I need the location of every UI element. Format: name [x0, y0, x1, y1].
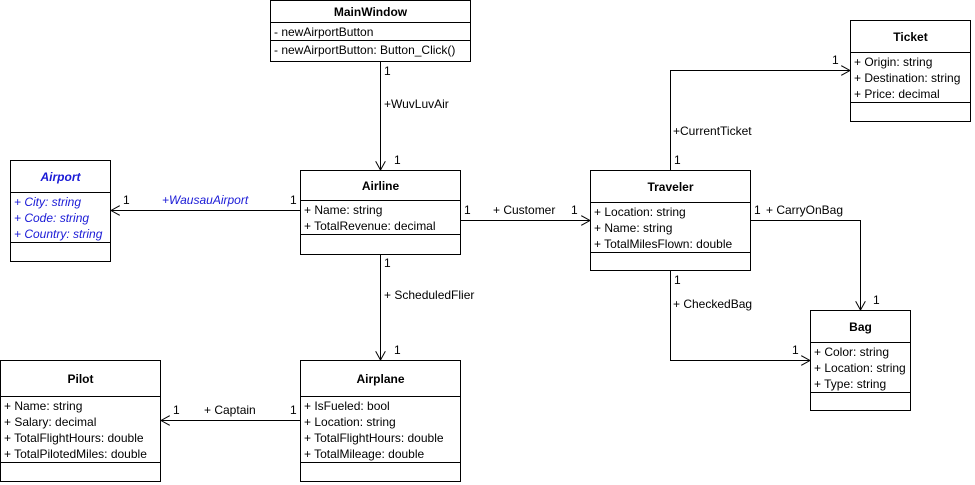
role-carryonbag: + CarryOnBag — [766, 203, 844, 217]
class-traveler[interactable]: Traveler + Location: string + Name: stri… — [590, 170, 751, 271]
class-ticket[interactable]: Ticket + Origin: string + Destination: s… — [850, 20, 971, 122]
attribute: + TotalPilotedMiles: double — [4, 447, 147, 461]
class-airplane[interactable]: Airplane + IsFueled: bool + Location: st… — [300, 360, 461, 482]
class-airport-attributes: + City: string + Code: string + Country:… — [11, 193, 110, 243]
class-mainwindow[interactable]: MainWindow - newAirportButton - newAirpo… — [270, 0, 471, 62]
attribute: + Code: string — [14, 211, 90, 225]
class-airline[interactable]: Airline + Name: string + TotalRevenue: d… — [300, 170, 461, 255]
role-captain: + Captain — [204, 403, 256, 417]
mult-checkedbag-source: 1 — [674, 273, 681, 287]
class-pilot-attributes: + Name: string + Salary: decimal + Total… — [1, 397, 160, 463]
mult-scheduledflier-target: 1 — [394, 343, 401, 357]
class-airline-title: Airline — [301, 171, 460, 201]
class-mainwindow-title: MainWindow — [271, 1, 470, 23]
attribute: + Name: string — [304, 203, 383, 217]
mult-customer-source: 1 — [464, 203, 471, 217]
mult-scheduledflier-source: 1 — [384, 256, 391, 270]
attribute: + Name: string — [594, 221, 673, 235]
attribute: + TotalMileage: double — [304, 447, 425, 461]
class-pilot-operations — [1, 463, 160, 481]
class-airplane-attributes: + IsFueled: bool + Location: string + To… — [301, 397, 460, 463]
attribute: + City: string — [14, 195, 82, 209]
attribute: + Location: string — [814, 361, 906, 375]
class-airplane-operations — [301, 463, 460, 481]
class-ticket-title: Ticket — [851, 21, 970, 53]
class-airport-title: Airport — [11, 161, 110, 193]
mult-carryonbag-target: 1 — [873, 293, 880, 307]
attribute: + Price: decimal — [854, 87, 940, 101]
mult-checkedbag-target: 1 — [792, 343, 799, 357]
mult-wuvluvair-target: 1 — [394, 153, 401, 167]
mult-captain-target: 1 — [173, 403, 180, 417]
attribute: + Country: string — [14, 227, 103, 241]
attribute: + Salary: decimal — [4, 415, 97, 429]
edge-checkedbag — [670, 270, 811, 361]
attribute: + Location: string — [304, 415, 396, 429]
attribute: + TotalFlightHours: double — [4, 431, 144, 445]
role-scheduledflier: + ScheduledFlier — [384, 288, 475, 302]
mult-wausauairport-target: 1 — [123, 193, 130, 207]
attribute: - newAirportButton — [274, 25, 374, 39]
class-mainwindow-attributes: - newAirportButton — [271, 23, 470, 41]
class-mainwindow-operations: - newAirportButton: Button_Click() — [271, 41, 470, 61]
class-pilot[interactable]: Pilot + Name: string + Salary: decimal +… — [0, 360, 161, 482]
class-pilot-title: Pilot — [1, 361, 160, 397]
class-airport[interactable]: Airport + City: string + Code: string + … — [10, 160, 111, 262]
mult-customer-target: 1 — [571, 203, 578, 217]
attribute: + Type: string — [814, 377, 887, 391]
class-bag[interactable]: Bag + Color: string + Location: string +… — [810, 310, 911, 411]
class-airline-operations — [301, 235, 460, 254]
operation: - newAirportButton: Button_Click() — [274, 43, 456, 57]
class-airline-attributes: + Name: string + TotalRevenue: decimal — [301, 201, 460, 235]
attribute: + Color: string — [814, 345, 890, 359]
class-airport-operations — [11, 243, 110, 261]
class-ticket-attributes: + Origin: string + Destination: string +… — [851, 53, 970, 103]
role-wuvluvair: +WuvLuvAir — [384, 97, 449, 111]
edge-currentticket — [670, 71, 851, 170]
mult-carryonbag-source: 1 — [754, 203, 761, 217]
attribute: + Destination: string — [854, 71, 961, 85]
class-traveler-operations — [591, 253, 750, 270]
class-bag-title: Bag — [811, 311, 910, 343]
attribute: + TotalFlightHours: double — [304, 431, 444, 445]
attribute: + IsFueled: bool — [304, 399, 390, 413]
role-currentticket: +CurrentTicket — [673, 124, 752, 138]
mult-currentticket-source: 1 — [674, 153, 681, 167]
mult-wuvluvair-source: 1 — [384, 64, 391, 78]
attribute: + TotalRevenue: decimal — [304, 219, 436, 233]
attribute: + Name: string — [4, 399, 83, 413]
attribute: + TotalMilesFlown: double — [594, 237, 733, 251]
attribute: + Origin: string — [854, 55, 933, 69]
class-traveler-title: Traveler — [591, 171, 750, 203]
mult-currentticket-target: 1 — [832, 53, 839, 67]
class-bag-operations — [811, 393, 910, 410]
mult-captain-source: 1 — [290, 403, 297, 417]
class-airplane-title: Airplane — [301, 361, 460, 397]
role-wausauairport: +WausauAirport — [162, 193, 249, 207]
attribute: + Location: string — [594, 205, 686, 219]
edge-carryonbag — [750, 220, 861, 311]
role-checkedbag: + CheckedBag — [673, 297, 753, 311]
class-ticket-operations — [851, 103, 970, 121]
mult-wausauairport-source: 1 — [290, 193, 297, 207]
class-traveler-attributes: + Location: string + Name: string + Tota… — [591, 203, 750, 253]
role-customer: + Customer — [493, 203, 556, 217]
class-bag-attributes: + Color: string + Location: string + Typ… — [811, 343, 910, 393]
